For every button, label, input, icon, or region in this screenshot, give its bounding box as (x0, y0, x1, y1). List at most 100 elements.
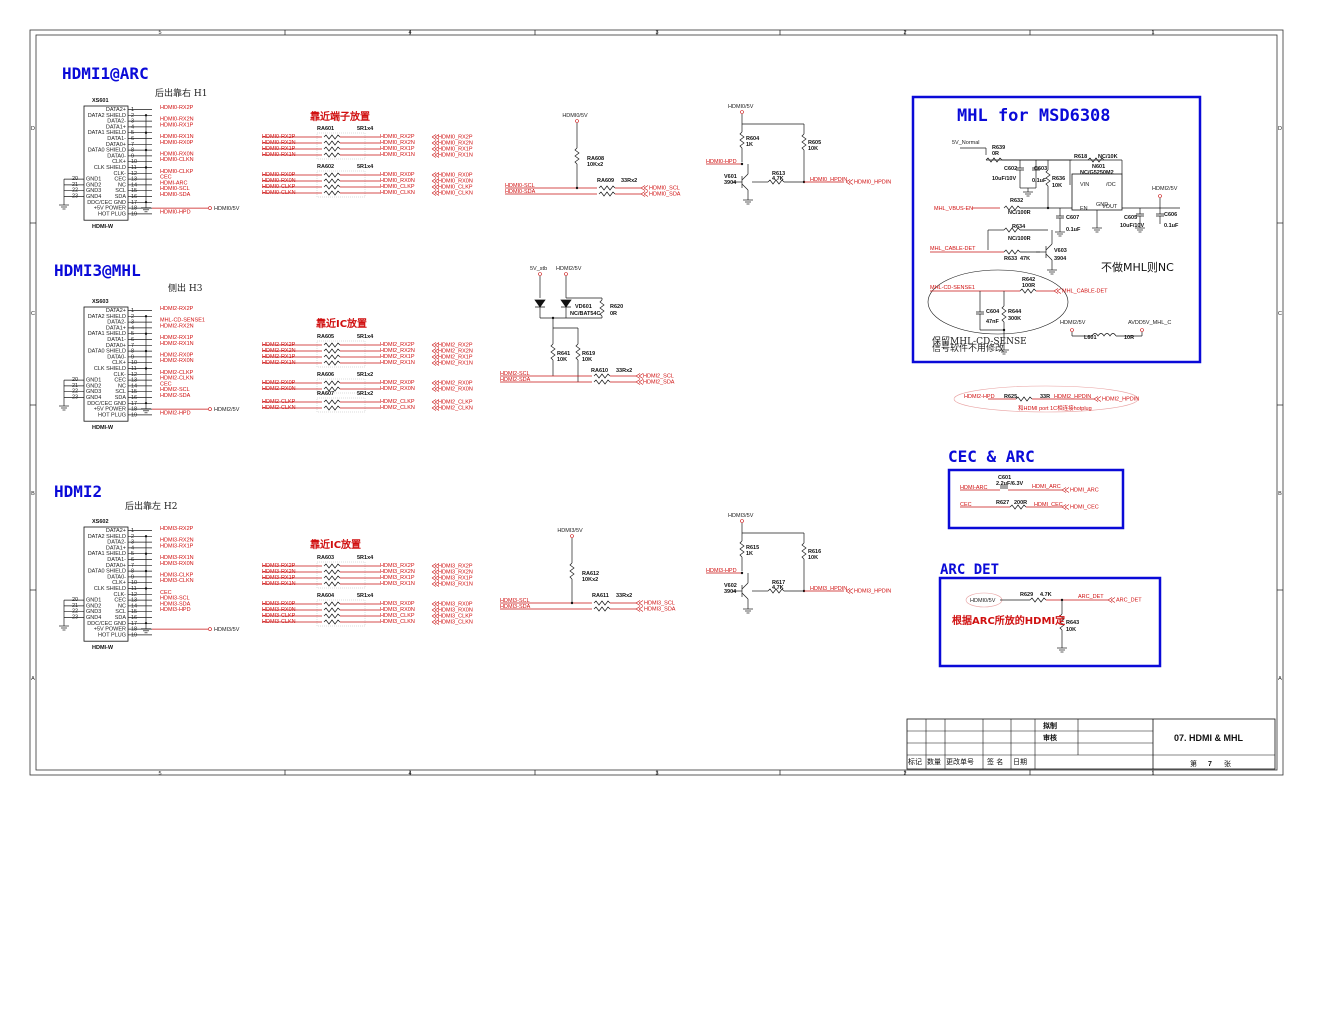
connector-pin-name: +5V POWER (94, 627, 126, 633)
power-port-icon (575, 119, 579, 123)
ra-output-net: HDMI3_RX0N (380, 607, 415, 613)
connector-pin-number: 13 (131, 177, 137, 183)
mhl-c607 (1056, 215, 1064, 219)
junction-dot (1002, 328, 1006, 332)
connector-pin-number: 14 (131, 383, 137, 389)
note-mhl-keep2: 信号软件不用修改 (932, 342, 1004, 354)
connector-pin-number: 12 (131, 171, 137, 177)
connector-gnd-name: GND4 (86, 194, 101, 200)
cec-r627-value: 200R (1014, 500, 1027, 506)
ddc-pullup-ref: RA608 (587, 156, 604, 162)
connector-power-net: HDMI2/5V (214, 407, 240, 413)
net-arrow-icon (431, 399, 440, 405)
ra-ref: RA606 (317, 372, 334, 378)
ra-resistor (323, 178, 341, 184)
connector-pin-name: DATA0+ (106, 343, 126, 349)
connector-net-label: HDMI3-RX2N (160, 538, 194, 544)
power-port-icon (1070, 328, 1074, 332)
ddc2-r641-ref: R641 (557, 351, 570, 357)
connector-pin-number: 9 (131, 574, 134, 580)
hpd-top-resistor (739, 131, 745, 149)
connector-type: HDMI-W (92, 645, 114, 651)
connector-net-label: HDMI0-CLKP (160, 169, 194, 175)
connector-pin-number: 11 (131, 586, 137, 592)
border-right-mark: A (1278, 676, 1282, 682)
net-arrow-icon (431, 172, 440, 178)
net-arrow-icon (640, 191, 649, 197)
connector-net-label: HDMI3-RX1N (160, 555, 194, 561)
hpd-base-resistor (767, 179, 785, 185)
ra-resistor (323, 348, 341, 354)
connector-pin-number: 3 (131, 540, 134, 546)
cec-c601-ref: C601 (998, 475, 1011, 481)
ra-ref: RA604 (317, 593, 335, 599)
connector-pin-number: 11 (131, 165, 137, 171)
mhl-section-box (911, 95, 1202, 364)
connector-pin-number: 1 (131, 308, 134, 314)
junction-dot (570, 601, 574, 605)
cec-net: HDMI_CEC (1034, 502, 1063, 508)
connector-net-label: HDMI3-CLKP (160, 572, 194, 578)
ra-output-net: HDMI2_RX0N (380, 386, 415, 392)
connector-pin-name: CLK+ (112, 580, 126, 586)
connector-pin-name: DATA1+ (106, 325, 126, 331)
connector-pin-name: SCL (115, 609, 126, 615)
net-arrow-icon (431, 601, 440, 607)
ra-port-net: HDMI2_RX1P (438, 355, 473, 361)
connector-net-label: MHL-CD-SENSE1 (160, 318, 205, 324)
connector-net-label: HDMI3-RX1P (160, 543, 194, 549)
mhl-c605-ref: C605 (1124, 215, 1137, 221)
junction-dot (144, 332, 148, 335)
ra-ref: RA603 (317, 555, 334, 561)
connector-gnd-name: GND3 (86, 188, 101, 194)
connector-gnd-name: GND1 (86, 177, 101, 183)
mhl-r644 (1001, 305, 1007, 323)
connector-pin-number: 6 (131, 337, 134, 343)
connector-pin-number: 18 (131, 206, 137, 212)
tb-col-qty: 数量 (927, 757, 941, 766)
ddc2-output-net: HDMI2_SCL (643, 374, 674, 380)
ddc2-standby-net: 5V_stb (530, 266, 547, 272)
ground-icon (141, 203, 151, 213)
sheet-inner-frame (35, 34, 1278, 771)
ra-port-net: HDMI0_RX1P (438, 147, 473, 153)
ra-port-net: HDMI0_CLKN (438, 191, 473, 197)
hpd-input-net: HDMI0-HPD (706, 159, 737, 165)
net-arrow-icon (845, 179, 854, 185)
power-port-icon (740, 519, 744, 523)
connector-pin-number: 10 (131, 580, 137, 586)
ground-icon (1092, 224, 1102, 233)
tb-page-number: 7 (1208, 761, 1212, 768)
connector-pin-number: 15 (131, 188, 137, 194)
ra-output-net: HDMI0_RX0P (380, 172, 415, 178)
ra-output-net: HDMI0_RX0N (380, 178, 415, 184)
hpd-net-label: HDMI3_HPDIN (810, 586, 847, 592)
connector-net-label: HDMI2-RX2N (160, 323, 194, 329)
mhl-r618-ref: R618 (1074, 154, 1087, 160)
connector-net-label: HDMI3-RX2P (160, 526, 194, 532)
net-arrow-icon (635, 606, 644, 612)
ra-package (316, 132, 366, 160)
ra-port-net: HDMI3_CLKN (438, 620, 473, 626)
power-port-icon (570, 534, 574, 538)
connector-pin-name: DATA0+ (106, 563, 126, 569)
connector-net-label: HDMI3-CLKN (160, 578, 194, 584)
mhl-c603-value: 0.1uF (1032, 178, 1047, 184)
mhl-r636 (1045, 169, 1051, 187)
connector-pin-name: HOT PLUG (98, 211, 126, 217)
cec-output-net: HDMI_CEC (1070, 505, 1099, 511)
mhl-r632-value: NC/100R (1008, 210, 1031, 216)
connector-pin-name: DDC/CEC GND (87, 401, 126, 407)
ddc2-series-value: 33Rx2 (616, 368, 632, 374)
net-arrow-icon (1061, 504, 1070, 510)
power-port-icon (208, 627, 212, 631)
connector-type: HDMI-W (92, 425, 114, 431)
connector-pin-number: 18 (131, 627, 137, 633)
net-arrow-icon (431, 184, 440, 190)
section-title-arc-det: ARC DET (940, 562, 999, 578)
connector-pin-number: 4 (131, 124, 134, 130)
